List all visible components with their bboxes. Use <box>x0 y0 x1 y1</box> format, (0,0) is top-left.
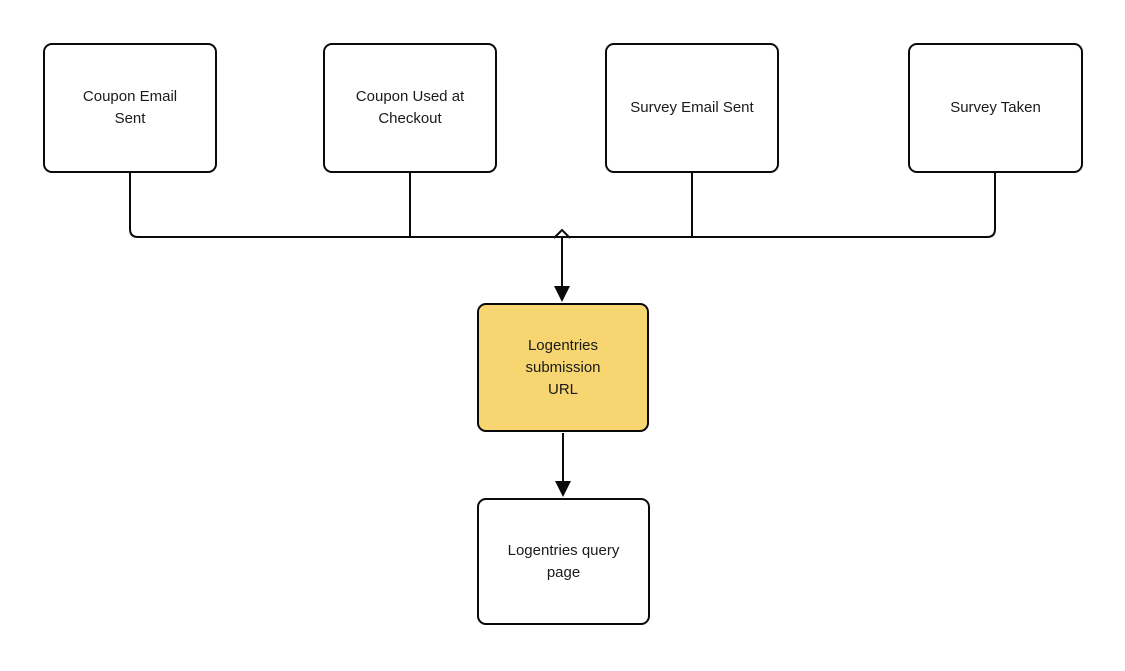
node-survey-taken: Survey Taken <box>908 43 1083 173</box>
node-logentries-query-page: Logentries query page <box>477 498 650 625</box>
arrowhead-to-query-page <box>555 481 571 497</box>
node-coupon-email-sent: Coupon Email Sent <box>43 43 217 173</box>
node-survey-email-sent-label: Survey Email Sent <box>630 99 754 116</box>
node-coupon-used-at-checkout: Coupon Used at Checkout <box>323 43 497 173</box>
node-logentries-query-page-label: Logentries query page <box>507 541 620 581</box>
node-coupon-used-at-checkout-label: Coupon Used at Checkout <box>355 88 465 127</box>
connector-survey-taken <box>986 172 996 238</box>
node-logentries-submission-url-label: Logentries submission URL <box>525 336 601 398</box>
connector-coupon-email-sent <box>129 172 139 238</box>
connector-merge-junction <box>553 228 571 239</box>
node-coupon-email-sent-label: Coupon Email Sent <box>82 88 178 127</box>
node-survey-taken-label: Survey Taken <box>950 99 1041 116</box>
arrowhead-to-submission-url <box>554 286 570 302</box>
node-survey-email-sent: Survey Email Sent <box>605 43 779 173</box>
node-logentries-submission-url: Logentries submission URL <box>477 303 649 432</box>
